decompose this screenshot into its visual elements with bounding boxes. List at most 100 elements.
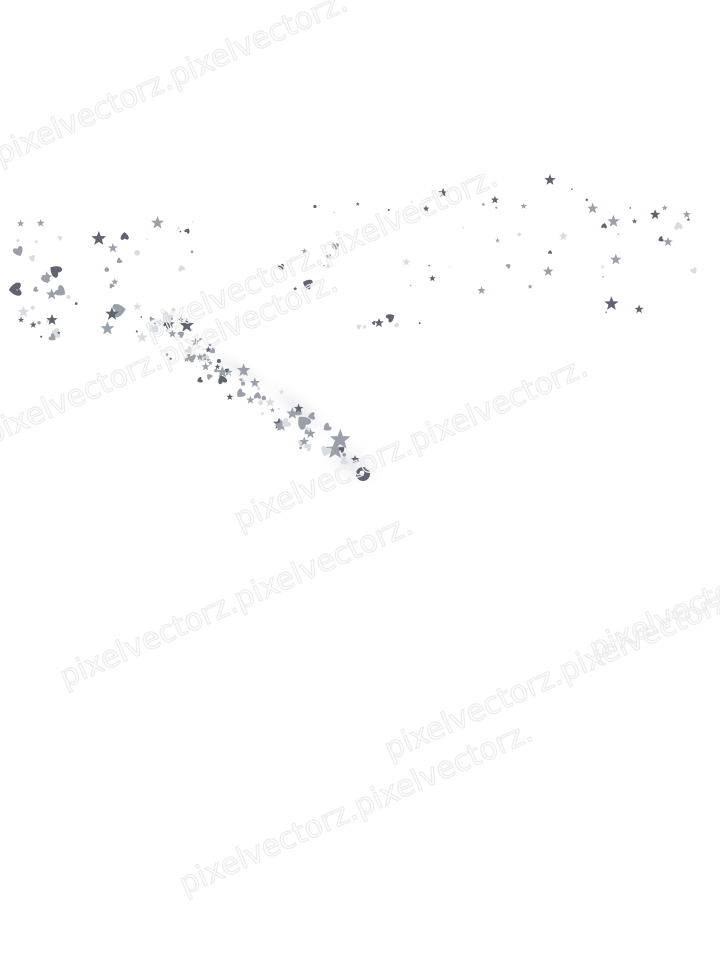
star-confetti — [224, 367, 233, 376]
heart-confetti — [275, 423, 283, 431]
star-confetti — [201, 362, 210, 371]
dot-confetti — [153, 322, 157, 325]
dot-confetti — [16, 288, 19, 291]
dot-confetti — [214, 368, 218, 373]
heart-confetti — [48, 333, 56, 341]
star-confetti — [607, 214, 620, 227]
dot-confetti — [277, 407, 280, 410]
dot-confetti — [517, 232, 521, 237]
star-confetti — [542, 265, 554, 276]
star-confetti — [663, 237, 673, 246]
star-confetti — [105, 307, 119, 320]
star-confetti — [155, 317, 165, 327]
dot-confetti — [585, 198, 589, 202]
star-confetti — [164, 327, 170, 333]
dot-confetti — [165, 353, 169, 357]
star-confetti — [100, 321, 115, 335]
star-confetti — [520, 202, 527, 209]
heart-confetti — [302, 279, 313, 290]
heart-confetti — [178, 265, 186, 272]
heart-confetti — [340, 456, 349, 465]
dot-confetti — [256, 386, 261, 391]
heart-confetti — [371, 321, 376, 325]
dot-confetti — [629, 207, 632, 209]
star-confetti — [329, 428, 351, 449]
heart-confetti — [303, 443, 312, 452]
heart-confetti — [323, 422, 332, 431]
star-confetti — [29, 321, 37, 328]
star-confetti — [402, 257, 411, 266]
star-confetti — [477, 286, 486, 294]
heart-confetti — [298, 416, 312, 430]
heart-confetti — [239, 378, 243, 382]
star-confetti — [136, 331, 148, 343]
star-confetti — [17, 305, 30, 318]
star-confetti — [168, 329, 177, 338]
heart-confetti — [218, 375, 228, 385]
dot-confetti — [462, 226, 465, 229]
star-confetti — [269, 407, 276, 413]
star-confetti — [46, 314, 58, 325]
star-confetti — [305, 428, 316, 438]
heart-confetti — [28, 255, 36, 262]
dot-confetti — [66, 294, 71, 300]
heart-confetti — [385, 314, 395, 323]
star-confetti — [179, 317, 194, 332]
star-confetti — [204, 354, 211, 360]
dot-confetti — [617, 233, 620, 235]
heart-confetti — [326, 254, 332, 260]
heart-confetti — [338, 447, 345, 453]
dot-confetti — [261, 395, 267, 401]
star-confetti — [111, 278, 119, 285]
heart-confetti — [207, 374, 213, 380]
dot-confetti — [323, 264, 325, 267]
star-confetti — [682, 210, 691, 218]
star-confetti — [236, 363, 251, 377]
dot-confetti — [190, 250, 194, 254]
star-confetti — [355, 202, 360, 206]
star-confetti — [34, 239, 39, 244]
dot-confetti — [241, 381, 246, 386]
star-confetti — [278, 389, 285, 395]
star-confetti — [265, 397, 276, 407]
heart-confetti — [690, 267, 697, 274]
heart-confetti — [356, 324, 362, 330]
dot-confetti — [30, 305, 35, 310]
star-confetti — [91, 230, 107, 245]
dot-confetti — [146, 238, 148, 241]
dot-confetti — [428, 264, 431, 267]
star-confetti — [249, 377, 260, 388]
heart-confetti — [658, 236, 664, 242]
star-confetti — [17, 219, 25, 227]
dot-confetti — [387, 208, 390, 211]
star-confetti — [558, 231, 568, 241]
heart-confetti — [209, 347, 215, 354]
star-confetti — [350, 455, 360, 463]
heart-confetti — [149, 316, 155, 322]
heart-confetti — [187, 353, 196, 363]
heart-confetti — [184, 228, 190, 234]
heart-confetti — [321, 445, 332, 457]
star-confetti — [587, 202, 599, 214]
dot-confetti — [16, 238, 20, 243]
star-confetti — [190, 337, 201, 347]
star-confetti — [41, 271, 53, 282]
dot-confetti — [495, 206, 498, 209]
star-confetti — [325, 439, 345, 459]
star-confetti — [246, 395, 255, 404]
star-confetti — [686, 217, 691, 222]
star-confetti — [208, 343, 212, 347]
star-confetti — [600, 264, 605, 269]
heart-confetti — [54, 285, 66, 296]
star-confetti — [293, 403, 304, 413]
dot-confetti — [410, 200, 413, 203]
dot-confetti — [216, 359, 221, 363]
dot-confetti — [602, 276, 604, 278]
dot-confetti — [74, 302, 78, 305]
heart-confetti — [197, 376, 203, 383]
heart-confetti — [109, 283, 115, 289]
star-confetti — [490, 195, 499, 204]
dot-confetti — [135, 330, 138, 333]
